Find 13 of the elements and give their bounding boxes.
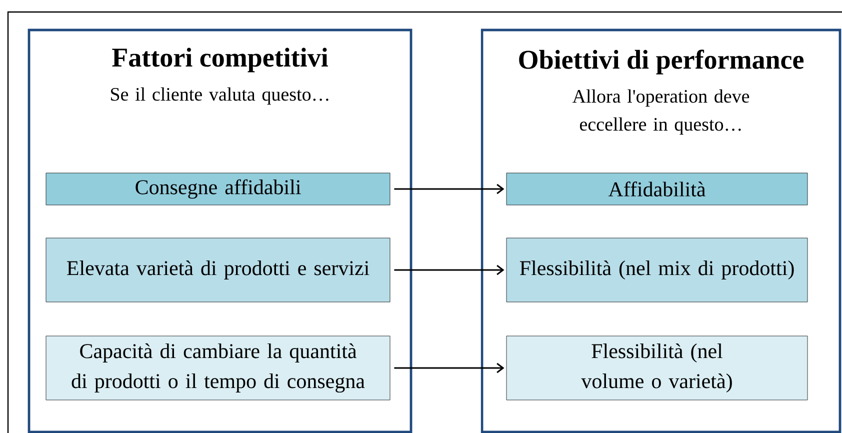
panel-heading: Obiettivi di performance <box>519 50 804 74</box>
arrow <box>394 362 504 374</box>
panel-subtitle: Se il cliente valuta questo… <box>111 87 328 105</box>
factor-box: Flessibilità (nel mix di prodotti) <box>506 238 808 302</box>
arrow <box>394 264 504 276</box>
factor-box: Affidabilità <box>506 172 808 206</box>
panel-heading: Fattori competitivi <box>112 48 328 72</box>
factor-box: Consegne affidabili <box>46 172 390 206</box>
panel-subtitle: Allora l'operation deve eccellere in questo… <box>572 89 750 135</box>
factor-box: Flessibilità (nel volume o varietà) <box>506 336 808 400</box>
arrow <box>394 184 504 194</box>
factor-box: Elevata varietà di prodotti e servizi <box>46 238 390 302</box>
factor-box: Capacità di cambiare la quantità di prodotti o il tempo di consegna <box>46 336 390 400</box>
